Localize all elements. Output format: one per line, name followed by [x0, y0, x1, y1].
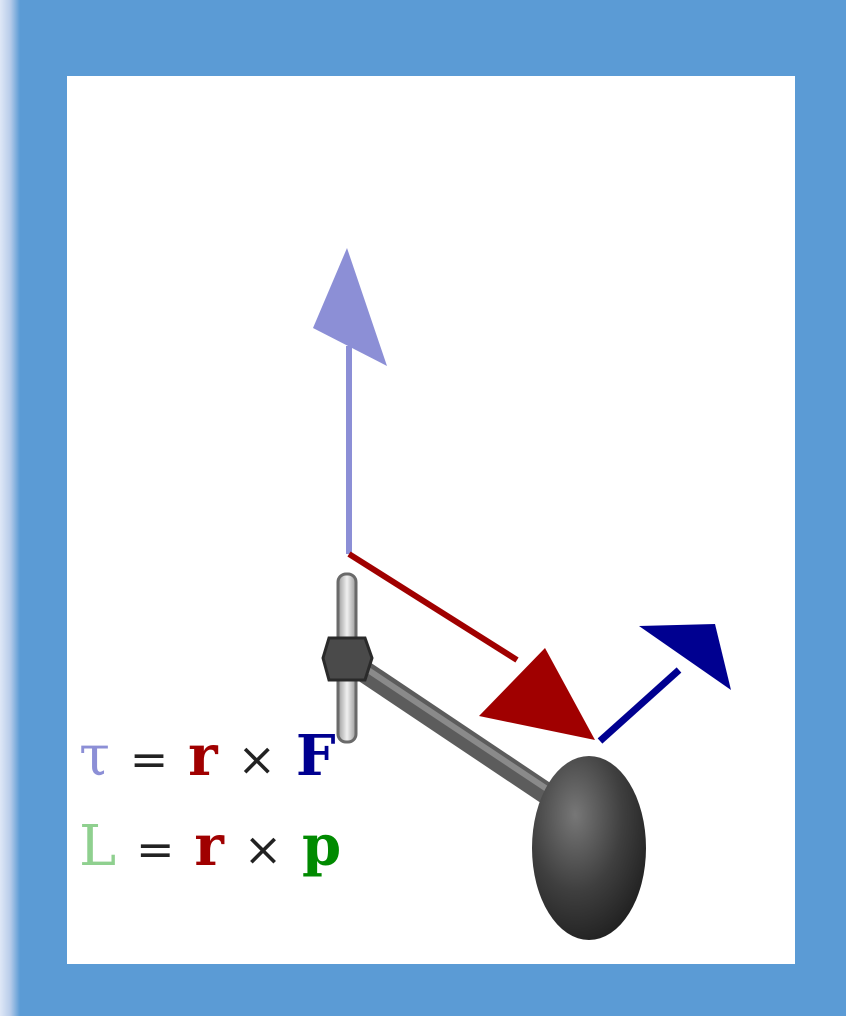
position-symbol: r [188, 723, 218, 789]
rod [336, 649, 588, 825]
position-vector-shaft [347, 551, 519, 663]
angular-momentum-equation: L = r × p [79, 816, 341, 879]
position-vector-head [479, 648, 595, 740]
force-vector-shaft [597, 667, 682, 744]
cross-product-sign: × [243, 822, 283, 876]
angular-vector-head [313, 248, 387, 366]
force-vector-head [639, 624, 731, 690]
momentum-symbol: p [302, 813, 342, 879]
equals-sign: = [129, 732, 169, 786]
torque-diagram [313, 248, 731, 940]
diagram-panel: τ = r × F L = r × p [67, 76, 795, 964]
angular-momentum-symbol: L [79, 814, 117, 879]
ball-mass-icon [532, 756, 646, 940]
torque-equation: τ = r × F [79, 726, 336, 789]
pivot-hub [321, 636, 374, 682]
force-symbol: F [295, 723, 336, 789]
torque-symbol: τ [79, 724, 110, 789]
slide-edge-glow [0, 0, 20, 1016]
rod-highlight [344, 653, 580, 812]
cross-product-sign: × [237, 732, 277, 786]
position-symbol: r [194, 813, 224, 879]
equals-sign: = [136, 822, 175, 876]
